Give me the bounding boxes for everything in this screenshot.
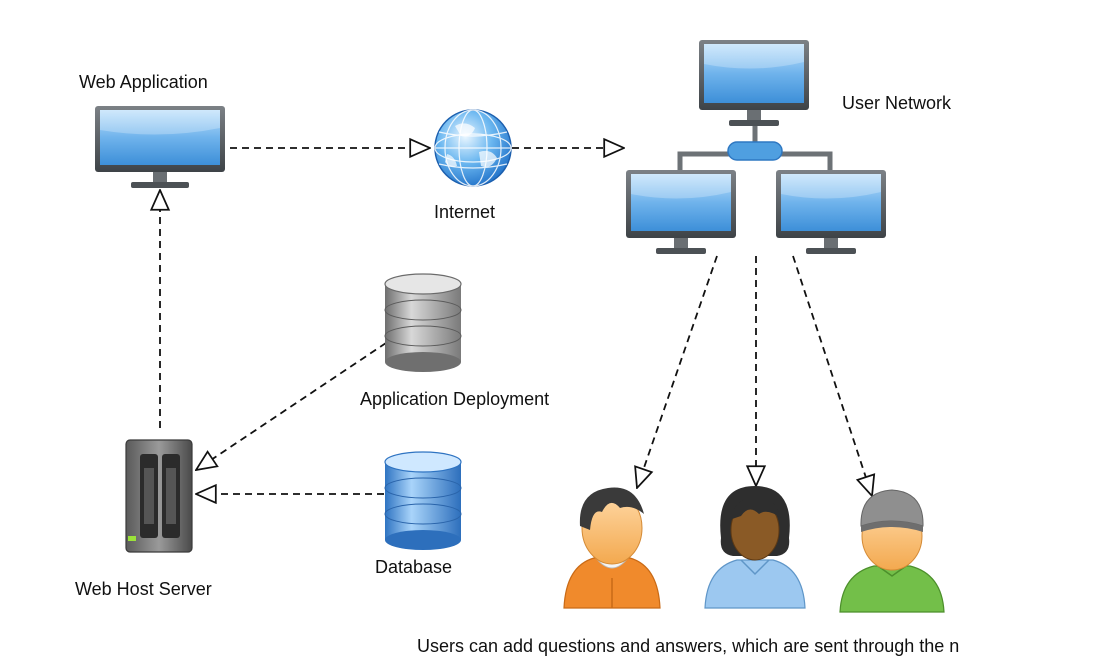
user-network-label: User Network (842, 93, 952, 113)
database-stack-icon (384, 273, 462, 372)
network-icon (626, 40, 886, 254)
internet-label: Internet (434, 202, 496, 222)
database-label: Database (375, 557, 453, 577)
user-dark-icon (704, 486, 806, 609)
server-icon (125, 439, 193, 553)
user-orange-icon (563, 487, 661, 609)
arrow-network-to-user-3 (792, 255, 872, 496)
arrow-network-to-user-1 (637, 255, 718, 488)
monitor-icon (95, 106, 225, 188)
globe-icon (434, 109, 512, 187)
diagram-caption: Users can add questions and answers, whi… (417, 636, 960, 656)
web-host-server-label: Web Host Server (75, 579, 212, 599)
database-icon (384, 451, 462, 550)
application-deployment-label: Application Deployment (360, 389, 550, 409)
web-application-label: Web Application (79, 72, 208, 92)
connectors (160, 148, 872, 496)
user-beanie-icon (839, 489, 945, 613)
arrow-deployment-to-server (196, 342, 387, 470)
